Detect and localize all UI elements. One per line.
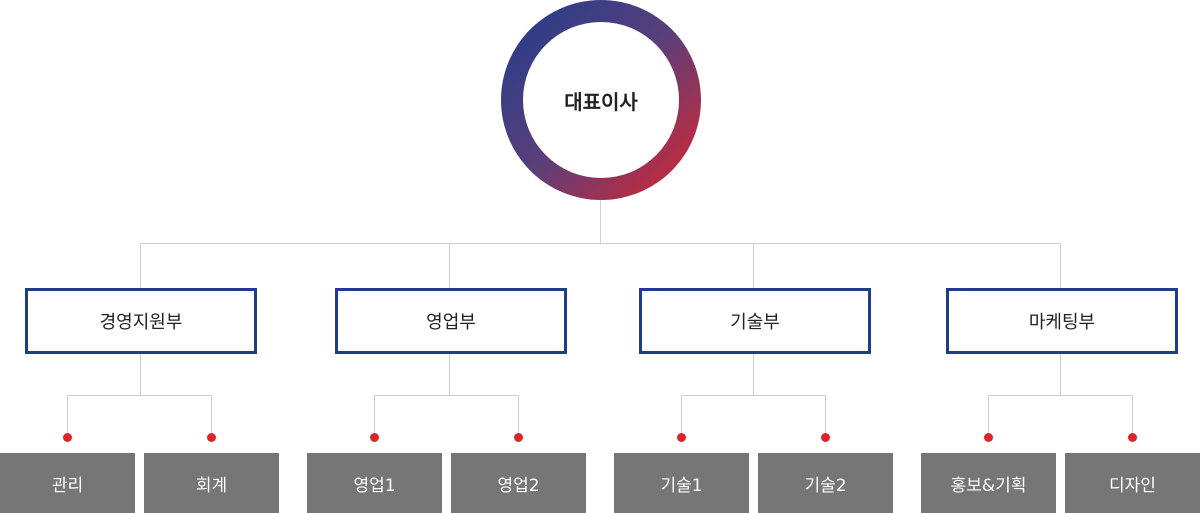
connector-line	[825, 395, 826, 437]
team-management[interactable]: 관리	[0, 453, 135, 513]
dept-management-support[interactable]: 경영지원부	[25, 288, 257, 354]
connector-line	[1132, 395, 1133, 437]
connector-line	[681, 395, 826, 396]
team-pr-planning[interactable]: 홍보&기획	[921, 453, 1056, 513]
team-accounting[interactable]: 회계	[144, 453, 279, 513]
connector-line	[67, 395, 68, 437]
dept-label: 기술부	[730, 312, 780, 333]
connector-line	[449, 354, 450, 395]
connector-line	[211, 395, 212, 437]
ceo-node[interactable]: 대표이사	[501, 0, 701, 200]
connector-line	[600, 200, 601, 243]
dept-label: 경영지원부	[99, 312, 183, 333]
ceo-label: 대표이사	[523, 22, 679, 178]
team-sales-2[interactable]: 영업2	[451, 453, 586, 513]
connector-dot	[821, 433, 830, 442]
connector-dot	[677, 433, 686, 442]
dept-label: 마케팅부	[1028, 312, 1096, 333]
connector-line	[140, 243, 141, 288]
connector-line	[140, 354, 141, 395]
team-label: 기술2	[804, 475, 847, 496]
team-label: 영업2	[497, 475, 540, 496]
connector-line	[681, 395, 682, 437]
connector-line	[753, 243, 754, 288]
connector-line	[988, 395, 989, 437]
team-label: 홍보&기획	[950, 475, 1027, 496]
team-label: 기술1	[660, 475, 703, 496]
connector-line	[140, 243, 1061, 244]
team-label: 디자인	[1109, 475, 1156, 496]
team-design[interactable]: 디자인	[1065, 453, 1200, 513]
team-label: 영업1	[353, 475, 396, 496]
dept-label: 영업부	[426, 312, 476, 333]
connector-line	[449, 243, 450, 288]
connector-dot	[1128, 433, 1137, 442]
dept-marketing[interactable]: 마케팅부	[946, 288, 1178, 354]
team-label: 관리	[51, 475, 84, 496]
team-tech-1[interactable]: 기술1	[614, 453, 749, 513]
dept-sales[interactable]: 영업부	[335, 288, 567, 354]
connector-line	[1060, 243, 1061, 288]
connector-line	[374, 395, 519, 396]
connector-line	[988, 395, 1133, 396]
connector-line	[67, 395, 212, 396]
connector-dot	[984, 433, 993, 442]
connector-dot	[63, 433, 72, 442]
connector-dot	[207, 433, 216, 442]
connector-line	[1060, 354, 1061, 395]
connector-dot	[514, 433, 523, 442]
dept-technology[interactable]: 기술부	[639, 288, 871, 354]
team-tech-2[interactable]: 기술2	[758, 453, 893, 513]
connector-line	[753, 354, 754, 395]
connector-line	[374, 395, 375, 437]
team-sales-1[interactable]: 영업1	[307, 453, 442, 513]
team-label: 회계	[195, 475, 228, 496]
connector-line	[518, 395, 519, 437]
connector-dot	[370, 433, 379, 442]
